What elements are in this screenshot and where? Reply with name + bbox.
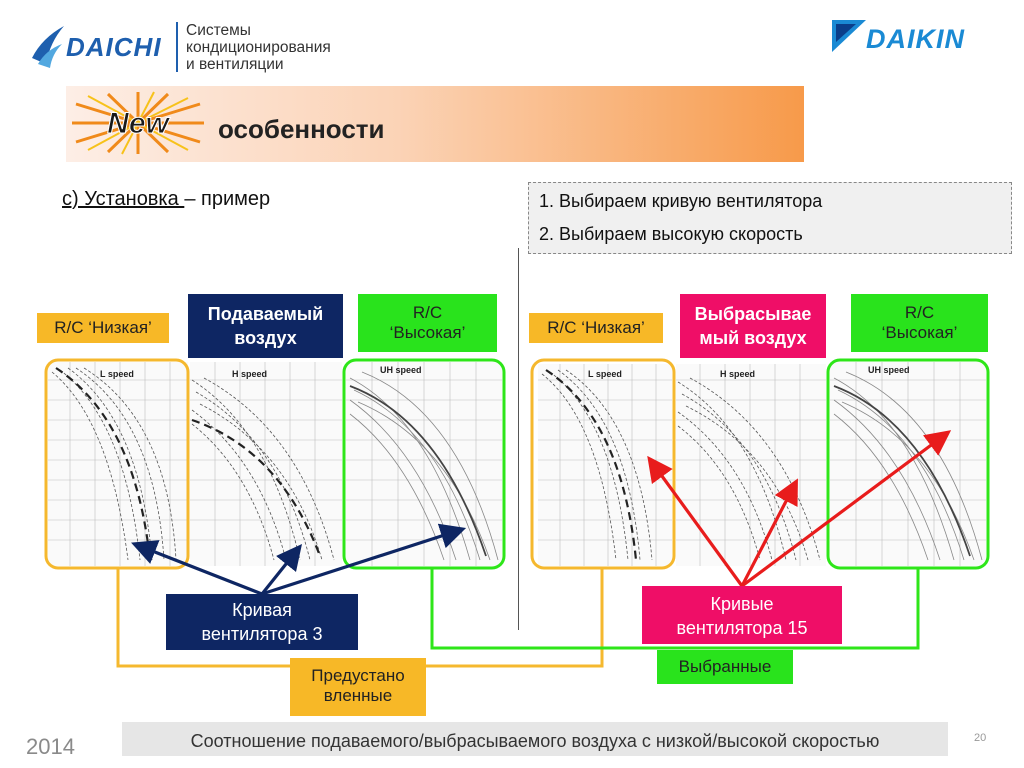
preset-label: Предустано вленные — [290, 658, 426, 716]
new-badge-label: New — [107, 107, 170, 140]
right-rc-high-line-2: ‘Высокая’ — [881, 323, 958, 342]
selected-label: Выбранные — [657, 650, 793, 684]
left-l-speed-label: L speed — [100, 369, 134, 379]
right-l-speed-label: L speed — [588, 369, 622, 379]
right-rc-high-line-1: R/C — [904, 303, 935, 322]
supply-air-line-2: воздух — [234, 328, 297, 348]
left-rc-high-line-1: R/C — [412, 303, 443, 322]
supply-air-label: Подаваемый воздух — [188, 294, 343, 358]
right-rc-high-label: R/C ‘Высокая’ — [851, 294, 988, 352]
daichi-swoosh-icon — [32, 26, 64, 68]
left-graph-uh-speed: UH speed — [346, 362, 502, 566]
left-graph-l-speed: L speed — [48, 362, 188, 566]
step-1: 1. Выбираем кривую вентилятора — [539, 191, 823, 211]
daichi-tagline: Системы кондиционирования и вентиляции — [186, 22, 331, 73]
footer-caption-box — [122, 722, 948, 756]
fan-curve-3-line-1: Кривая — [232, 600, 292, 620]
right-curve-arrows — [647, 430, 952, 588]
daichi-wordmark: DAICHI — [66, 32, 162, 62]
left-graph-h-speed: H speed — [190, 362, 342, 566]
page-number: 20 — [974, 732, 987, 744]
daikin-triangle-icon — [832, 20, 866, 52]
exhaust-air-label: Выбрасывае мый воздух — [680, 294, 826, 358]
right-graph-h-speed: H speed — [676, 364, 826, 566]
tagline-line-1: Системы — [186, 22, 251, 39]
logo-divider — [176, 22, 178, 72]
selected-connector-line — [430, 568, 920, 650]
left-uh-speed-label: UH speed — [380, 365, 422, 375]
section-title-underlined: c) Установка — [62, 188, 185, 210]
right-uh-speed-label: UH speed — [868, 365, 910, 375]
daikin-wordmark: DAIKIN — [866, 24, 965, 54]
left-rc-high-label: R/C ‘Высокая’ — [358, 294, 497, 352]
footer-year: 2014 — [26, 734, 75, 759]
left-high-frame — [342, 358, 506, 570]
step-2: 2. Выбираем высокую скорость — [539, 224, 803, 244]
exhaust-air-line-1: Выбрасывае — [694, 304, 812, 324]
fan-curves-15-line-2: вентилятора 15 — [676, 618, 808, 638]
left-rc-low-label: R/C ‘Низкая’ — [37, 313, 169, 343]
section-title-rest: – пример — [184, 188, 271, 210]
daichi-logo — [28, 18, 358, 78]
left-h-speed-label: H speed — [232, 369, 267, 379]
panel-divider — [518, 248, 519, 630]
steps-box: 1. Выбираем кривую вентилятора 2. Выбира… — [528, 182, 1012, 254]
footer-caption: Соотношение подаваемого/выбрасываемого в… — [190, 731, 880, 751]
preset-line-2: вленные — [323, 686, 393, 705]
preset-line-1: Предустано — [311, 666, 405, 685]
section-title: c) Установка – пример — [62, 188, 270, 211]
banner-title: особенности — [218, 114, 385, 144]
right-rc-low-label: R/C ‘Низкая’ — [529, 313, 663, 343]
exhaust-air-line-2: мый воздух — [699, 328, 807, 348]
right-h-speed-label: H speed — [720, 369, 755, 379]
fan-curves-15-label: Кривые вентилятора 15 — [642, 586, 842, 644]
right-high-frame — [826, 358, 990, 570]
fan-curve-3-label: Кривая вентилятора 3 — [166, 594, 358, 650]
left-curve-arrows — [131, 523, 467, 596]
tagline-line-2: кондиционирования — [186, 39, 331, 56]
new-starburst-badge: New — [72, 91, 204, 155]
fan-curves-15-line-1: Кривые — [710, 594, 774, 614]
left-rc-high-line-2: ‘Высокая’ — [389, 323, 466, 342]
supply-air-line-1: Подаваемый — [207, 304, 324, 324]
fan-curve-3-line-2: вентилятора 3 — [201, 624, 323, 644]
right-graph-l-speed: L speed — [538, 364, 672, 566]
tagline-line-3: и вентиляции — [186, 56, 284, 73]
